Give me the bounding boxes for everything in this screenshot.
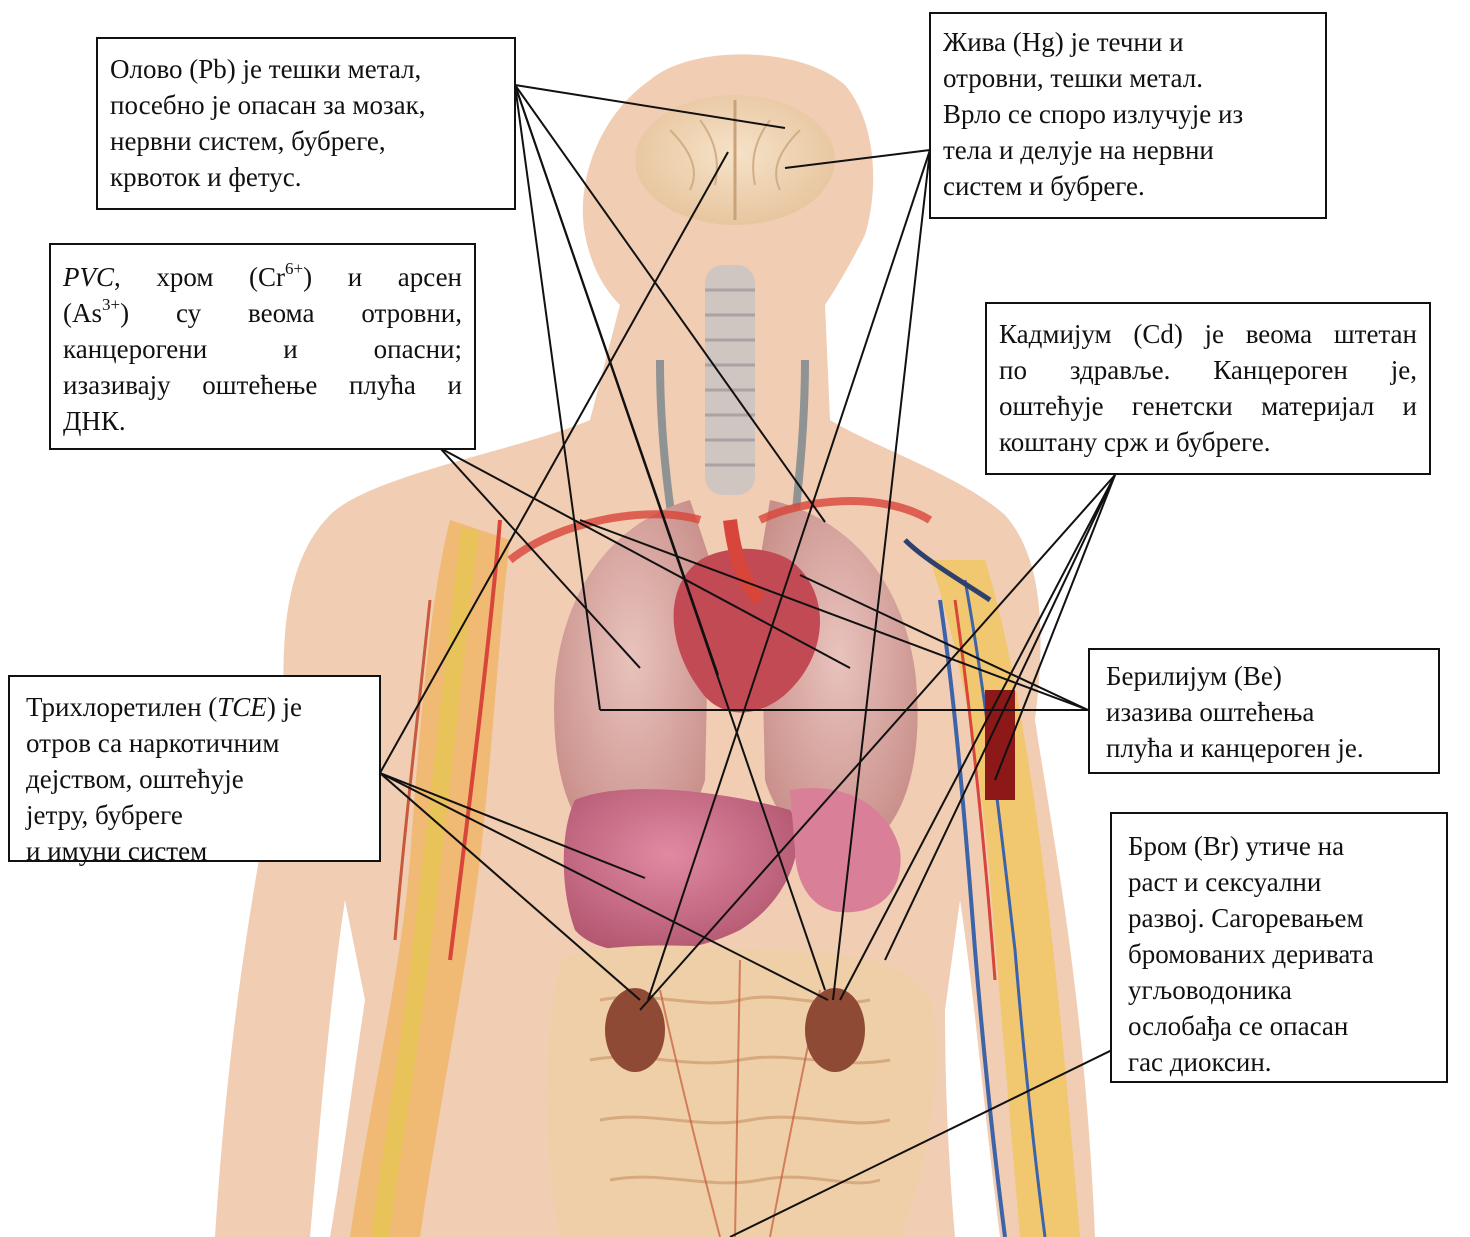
pvc-line-4: изазивају оштећење плућа и xyxy=(63,367,462,403)
pvc-line-5: ДНК. xyxy=(63,403,462,439)
pvc-label: PVC, хром (Cr6+) и арсен (As3+) су веома… xyxy=(49,243,476,450)
pvc-line-2-start: (As xyxy=(63,298,102,328)
pvc-line-3: канцерогени и опасни; xyxy=(63,331,462,367)
beryllium-line-3: плућа и канцероген је. xyxy=(1106,730,1426,766)
tce-line-2: отров са наркотичним xyxy=(26,725,367,761)
mercury-label: Жива (Hg) је течни и отровни, тешки мета… xyxy=(929,12,1327,219)
bromine-line-4: бромованих деривата xyxy=(1128,936,1434,972)
brain xyxy=(635,95,835,225)
cadmium-line-3: оштећује генетски материјал и xyxy=(999,388,1417,424)
pvc-line-2: (As3+) су веома отровни, xyxy=(63,295,462,331)
bromine-line-1: Бром (Br) утиче на xyxy=(1128,828,1434,864)
mercury-line-2: отровни, тешки метал. xyxy=(943,60,1313,96)
pvc-line-1: PVC, хром (Cr6+) и арсен xyxy=(63,259,462,295)
tce-line-1: Трихлоретилен (TCE) је xyxy=(26,689,367,725)
tce-label: Трихлоретилен (TCE) је отров са наркотич… xyxy=(8,675,381,862)
cadmium-line-1: Кадмијум (Cd) је веома штетан xyxy=(999,316,1417,352)
lead-line-1: Олово (Pb) је тешки метал, xyxy=(110,51,502,87)
tce-line-3: дејством, оштећује xyxy=(26,761,367,797)
lead-label: Олово (Pb) је тешки метал, посебно је оп… xyxy=(96,37,516,210)
bromine-label: Бром (Br) утиче на раст и сексуални разв… xyxy=(1110,812,1448,1083)
mercury-line-5: систем и бубреге. xyxy=(943,168,1313,204)
tce-line-1-end: ) је xyxy=(267,692,302,722)
bromine-line-3: развој. Сагоревањем xyxy=(1128,900,1434,936)
intestines xyxy=(547,946,936,1237)
cadmium-line-4: коштану срж и бубреге. xyxy=(999,424,1417,460)
tce-line-1-start: Трихлоретилен ( xyxy=(26,692,217,722)
pvc-line-1-end: ) и арсен xyxy=(303,262,462,292)
lead-line-2: посебно је опасан за мозак, xyxy=(110,87,502,123)
mercury-line-3: Врло се споро излучује из xyxy=(943,96,1313,132)
cr-charge: 6+ xyxy=(285,259,303,278)
pvc-abbrev: PVC xyxy=(63,262,114,292)
lead-line-3: нервни систем, бубреге, xyxy=(110,123,502,159)
tce-line-5: и имуни систем xyxy=(26,833,367,869)
cadmium-label: Кадмијум (Cd) је веома штетан по здравље… xyxy=(985,302,1431,475)
lead-line-4: крвоток и фетус. xyxy=(110,159,502,195)
beryllium-line-1: Берилијум (Be) xyxy=(1106,658,1426,694)
tce-abbrev: TCE xyxy=(217,692,267,722)
pvc-line-1-text: , хром (Cr xyxy=(114,262,285,292)
mercury-line-1: Жива (Hg) је течни и xyxy=(943,24,1313,60)
bromine-line-2: раст и сексуални xyxy=(1128,864,1434,900)
bromine-line-6: ослобађа се опасан xyxy=(1128,1008,1434,1044)
bromine-line-5: угљоводоника xyxy=(1128,972,1434,1008)
tce-line-4: јетру, бубреге xyxy=(26,797,367,833)
beryllium-line-2: изазива оштећења xyxy=(1106,694,1426,730)
pvc-line-2-end: ) су веома отровни, xyxy=(120,298,462,328)
bromine-line-7: гас диоксин. xyxy=(1128,1044,1434,1080)
cadmium-line-2: по здравље. Канцероген је, xyxy=(999,352,1417,388)
as-charge: 3+ xyxy=(102,295,120,314)
beryllium-label: Берилијум (Be) изазива оштећења плућа и … xyxy=(1088,648,1440,774)
mercury-line-4: тела и делује на нервни xyxy=(943,132,1313,168)
